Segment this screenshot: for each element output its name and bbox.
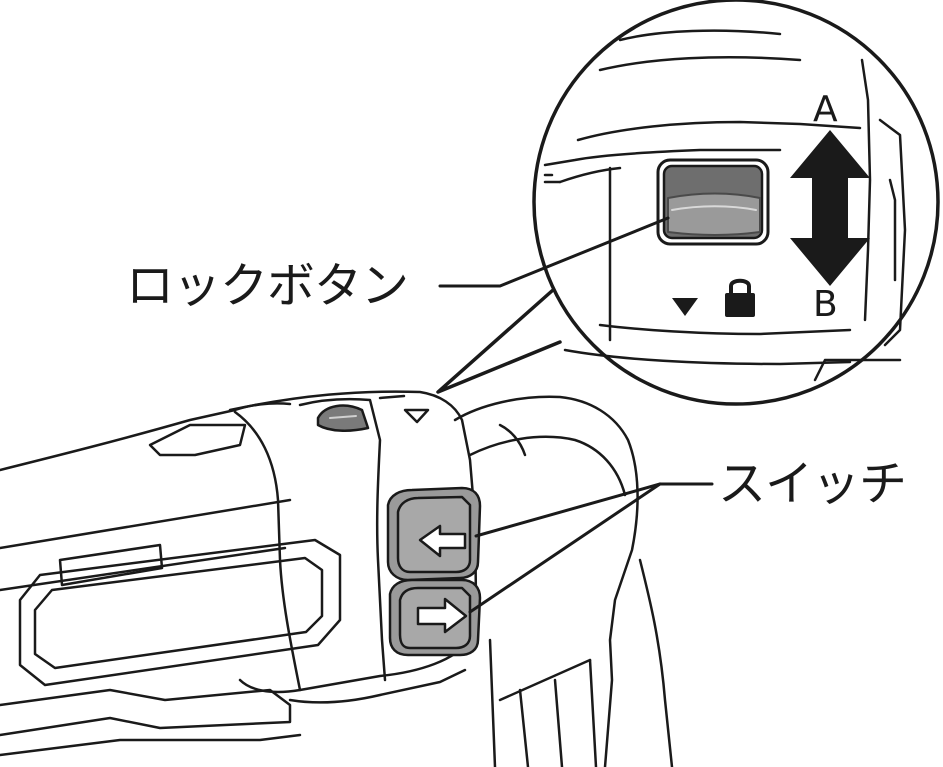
tool-lock-knob	[316, 394, 430, 432]
direction-a-label: A	[813, 89, 838, 130]
direction-b-label: B	[813, 284, 838, 325]
switch-right-button[interactable]	[388, 578, 482, 657]
tool-grip	[453, 395, 674, 767]
zoom-detail	[543, 29, 907, 382]
right-arrow-icon	[416, 597, 468, 634]
switch-left-button[interactable]	[386, 486, 482, 582]
tool-rear-body	[0, 402, 342, 757]
lock-button-zoomed	[656, 158, 770, 246]
lock-button-label: ロックボタン	[126, 258, 409, 314]
switch-leader-right	[468, 482, 662, 614]
lock-icon	[725, 278, 755, 317]
switch-label: スイッチ	[718, 456, 907, 512]
lock-button-leader	[438, 216, 670, 288]
down-triangle-icon	[672, 298, 698, 316]
double-arrow-icon	[790, 130, 870, 286]
left-arrow-icon	[418, 524, 467, 558]
